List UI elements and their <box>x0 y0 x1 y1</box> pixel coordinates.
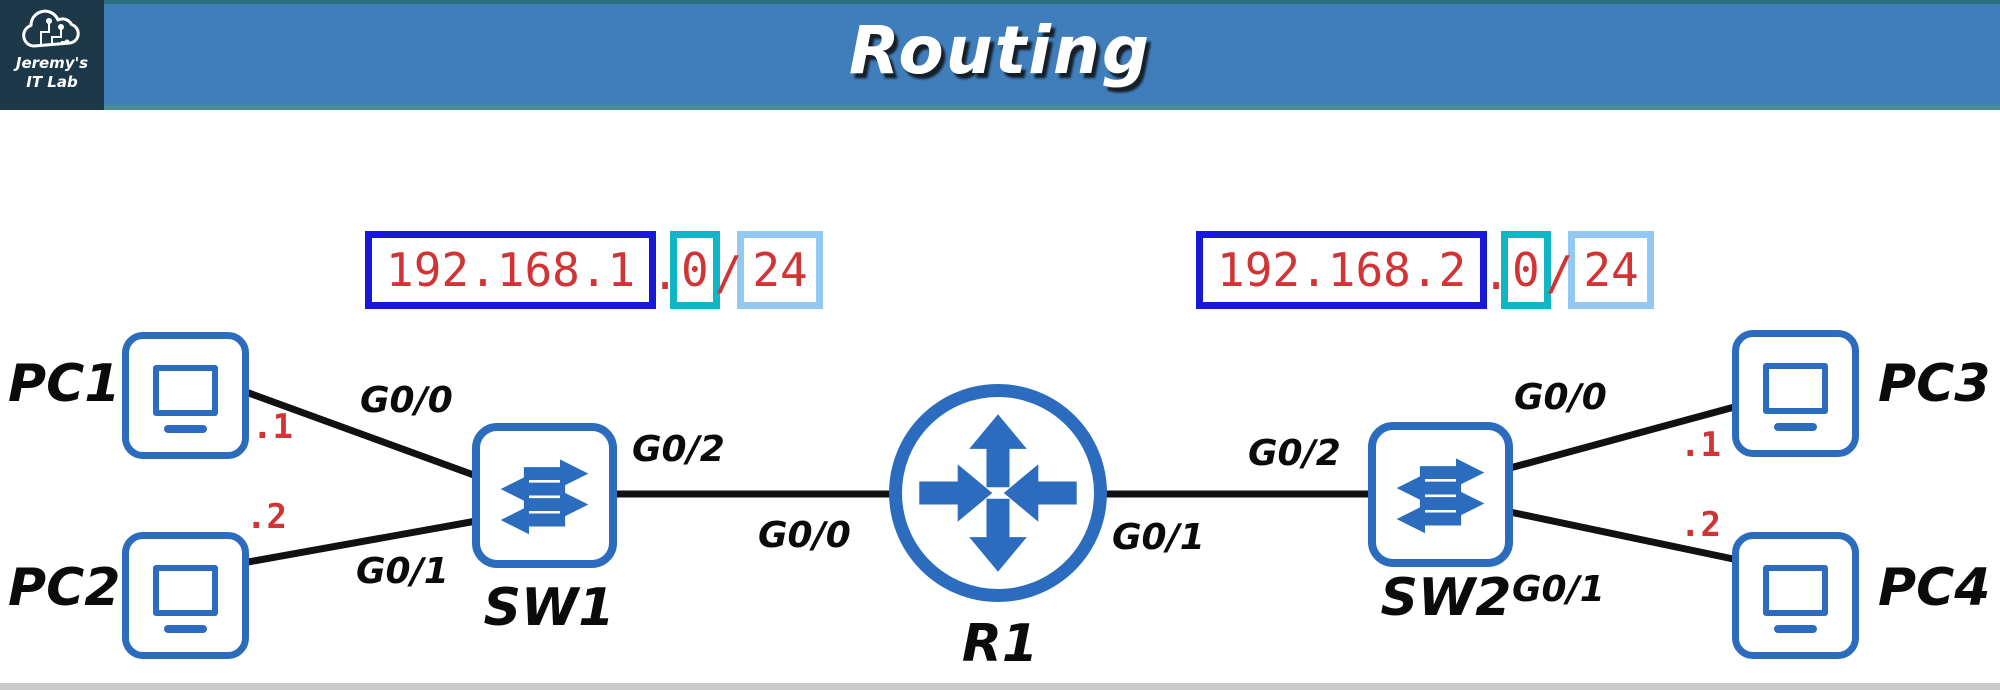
pc4-icon <box>1732 532 1859 659</box>
switch-arrows-glyph <box>500 459 589 535</box>
sw2-port-g0-2-label: G0/2 <box>1248 433 1341 474</box>
r1-icon <box>889 384 1107 602</box>
sw2-label: SW2 <box>1380 568 1512 628</box>
host-octet: 0 <box>1511 243 1540 297</box>
pc2-label: PC2 <box>8 558 121 618</box>
network-portion-box: 192.168.2 <box>1196 231 1488 309</box>
subnet-label-left: 192.168.1 . 0 / 24 <box>365 230 823 310</box>
r1-port-g0-1-label: G0/1 <box>1112 517 1205 558</box>
host-octet: 0 <box>680 243 709 297</box>
octet-separator: . <box>651 246 679 300</box>
pc3-ip-suffix: .1 <box>1680 425 1721 465</box>
bottom-edge-strip <box>0 683 2000 690</box>
link-sw2-pc3 <box>1506 402 1742 472</box>
subnet-label-right: 192.168.2 . 0 / 24 <box>1196 230 1654 310</box>
pc4-ip-suffix: .2 <box>1680 505 1721 545</box>
monitor-glyph <box>153 365 218 416</box>
link-pc2-sw1 <box>244 516 486 566</box>
network-portion-box: 192.168.1 <box>365 231 657 309</box>
prefix-separator: / <box>714 246 743 300</box>
sw1-port-g0-1-label: G0/1 <box>356 551 449 592</box>
sw1-port-g0-0-label: G0/0 <box>360 380 453 421</box>
pc1-label: PC1 <box>8 354 121 414</box>
router-arrows-glyph <box>919 414 1077 572</box>
r1-label: R1 <box>961 614 1039 674</box>
sw2-port-g0-0-label: G0/0 <box>1514 377 1607 418</box>
network-portion: 192.168.2 <box>1217 243 1467 297</box>
prefix-length: 24 <box>1583 243 1639 297</box>
sw2-icon <box>1368 422 1513 567</box>
sw1-icon <box>472 423 617 568</box>
r1-port-g0-0-label: G0/0 <box>758 515 851 556</box>
prefix-separator: / <box>1545 246 1574 300</box>
sw2-port-g0-1-label: G0/1 <box>1512 569 1605 610</box>
monitor-stand-glyph <box>1774 423 1817 431</box>
pc1-ip-suffix: .1 <box>252 407 293 447</box>
pc2-ip-suffix: .2 <box>246 497 287 537</box>
prefix-length: 24 <box>752 243 808 297</box>
pc2-icon <box>122 532 249 659</box>
monitor-glyph <box>153 565 218 616</box>
pc3-icon <box>1732 330 1859 457</box>
link-pc1-sw1 <box>242 388 486 482</box>
page-title: Routing <box>848 12 1152 89</box>
prefix-length-box: 24 <box>1568 231 1654 309</box>
host-octet-box: 0 <box>1500 231 1551 309</box>
switch-arrows-glyph <box>1396 458 1485 534</box>
logo-text-line2: IT Lab <box>26 72 78 91</box>
host-octet-box: 0 <box>669 231 720 309</box>
link-sw2-pc4 <box>1506 508 1742 564</box>
pc4-label: PC4 <box>1878 558 1991 618</box>
channel-logo: Jeremy's IT Lab <box>0 0 104 110</box>
monitor-stand-glyph <box>164 625 207 633</box>
pc1-icon <box>122 332 249 459</box>
header-bar: Routing <box>0 0 2000 110</box>
monitor-stand-glyph <box>164 425 207 433</box>
logo-text-line1: Jeremy's <box>15 54 89 72</box>
octet-separator: . <box>1482 246 1510 300</box>
prefix-length-box: 24 <box>737 231 823 309</box>
monitor-glyph <box>1763 363 1828 414</box>
monitor-glyph <box>1763 565 1828 616</box>
sw1-label: SW1 <box>483 578 615 638</box>
sw1-port-g0-2-label: G0/2 <box>632 429 725 470</box>
network-portion: 192.168.1 <box>386 243 636 297</box>
cloud-circuit-icon <box>22 9 80 48</box>
pc3-label: PC3 <box>1878 354 1991 414</box>
monitor-stand-glyph <box>1774 625 1817 633</box>
